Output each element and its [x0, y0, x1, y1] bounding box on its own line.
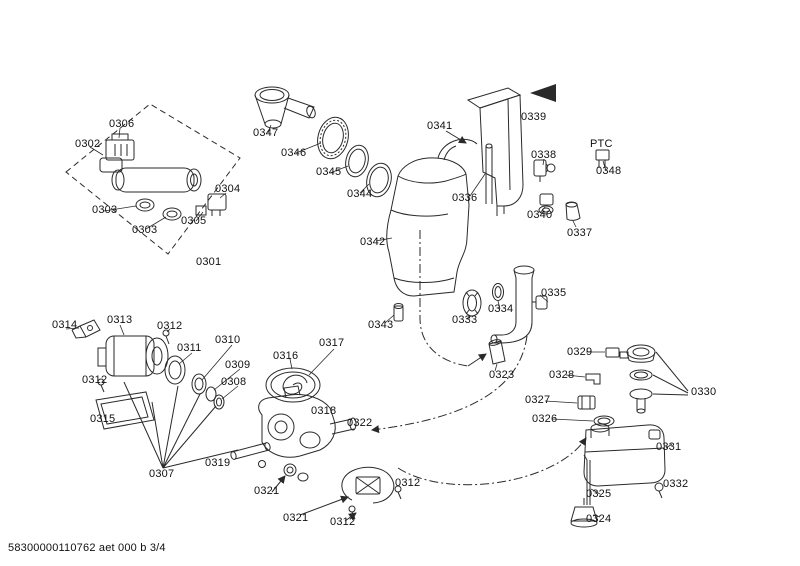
- doc-code: 58300000110762 aet 000 b 3/4: [8, 542, 166, 554]
- part-label-0322: 0322: [347, 417, 373, 429]
- part-label-0335: 0335: [541, 287, 567, 299]
- sleeve-0337: [565, 201, 581, 221]
- part-label-0347: 0347: [253, 127, 279, 139]
- sleeve-0323: [488, 339, 506, 365]
- part-label-0310: 0310: [215, 334, 241, 346]
- part-label-0340: 0340: [527, 209, 553, 221]
- part-label-0313: 0313: [107, 314, 133, 326]
- pump-cover: [265, 367, 321, 403]
- part-label-0301: 0301: [196, 256, 222, 268]
- shaft-0319: [230, 442, 271, 468]
- inlet-valve-assembly: [99, 133, 227, 221]
- part-label-0333: 0333: [452, 314, 478, 326]
- part-label-0306: 0306: [109, 118, 135, 130]
- part-label-0317: 0317: [319, 337, 345, 349]
- screw-0312-a: [162, 329, 170, 345]
- part-label-0331: 0331: [656, 441, 682, 453]
- part-label-0334: 0334: [488, 303, 514, 315]
- part-label-0341: 0341: [427, 120, 453, 132]
- water-softener-tank: [386, 138, 478, 297]
- pump-housing: [258, 385, 357, 458]
- part-label-0329: 0329: [567, 346, 593, 358]
- part-label-0348: 0348: [596, 165, 622, 177]
- part-label-ptc: PTC: [590, 138, 613, 150]
- part-label-0332: 0332: [663, 478, 689, 490]
- part-label-0337: 0337: [567, 227, 593, 239]
- fittings-0321: [283, 463, 309, 482]
- screw-0312-c: [394, 485, 402, 500]
- part-label-0328: 0328: [549, 369, 575, 381]
- vent-channel: [466, 87, 524, 216]
- part-label-0338: 0338: [531, 149, 557, 161]
- part-label-0304: 0304: [215, 183, 241, 195]
- hose-clamps-seals: [317, 116, 392, 198]
- part-label-0326: 0326: [532, 413, 558, 425]
- part-label-0345: 0345: [316, 166, 342, 178]
- part-label-0312-d: 0312: [330, 516, 356, 528]
- part-label-0346: 0346: [281, 147, 307, 159]
- micro-valve: [533, 159, 556, 182]
- part-label-0321-a: 0321: [254, 485, 280, 497]
- screw-0312-b: [97, 378, 105, 393]
- seal-0334: [492, 283, 504, 301]
- part-label-0343: 0343: [368, 319, 394, 331]
- part-label-0307: 0307: [149, 468, 175, 480]
- part-label-0339: 0339: [521, 111, 547, 123]
- heater-connector: [341, 466, 402, 520]
- part-label-0311: 0311: [177, 342, 202, 354]
- part-label-0305: 0305: [181, 215, 207, 227]
- part-label-0316: 0316: [273, 350, 299, 362]
- fill-funnel: [254, 86, 316, 129]
- flow-arrows: [271, 130, 487, 522]
- part-label-0308: 0308: [221, 376, 247, 388]
- part-label-0323: 0323: [489, 369, 515, 381]
- part-label-0342: 0342: [360, 236, 386, 248]
- part-label-0312-a: 0312: [157, 320, 183, 332]
- part-label-0321-b: 0321: [283, 512, 309, 524]
- standpipe: [490, 265, 548, 344]
- flow-paths: [371, 230, 587, 486]
- part-label-0330: 0330: [691, 386, 717, 398]
- part-label-0302: 0302: [75, 138, 101, 150]
- inner-tube: [485, 143, 493, 204]
- part-label-0312-b: 0312: [82, 374, 108, 386]
- part-label-0324: 0324: [586, 513, 612, 525]
- part-label-0325: 0325: [586, 488, 612, 500]
- grommet-0333: [462, 289, 482, 317]
- arrow-to-channel: [530, 84, 556, 102]
- part-label-0312-c: 0312: [395, 477, 421, 489]
- part-label-0318: 0318: [311, 405, 337, 417]
- part-label-0303-a: 0303: [92, 204, 118, 216]
- part-label-0303-b: 0303: [132, 224, 158, 236]
- part-label-0319: 0319: [205, 457, 231, 469]
- regeneration-unit: [570, 344, 689, 528]
- part-label-0315: 0315: [90, 413, 116, 425]
- leader-lines: [65, 124, 673, 518]
- screw-0332: [654, 482, 664, 499]
- part-label-0309: 0309: [225, 359, 251, 371]
- part-label-0327: 0327: [525, 394, 551, 406]
- plug-0343: [393, 303, 404, 322]
- leader-fan-0307: [123, 381, 239, 469]
- part-label-0344: 0344: [347, 188, 373, 200]
- part-label-0314: 0314: [52, 319, 78, 331]
- part-label-0336: 0336: [452, 192, 478, 204]
- valve-assembly-boundary: [65, 103, 241, 255]
